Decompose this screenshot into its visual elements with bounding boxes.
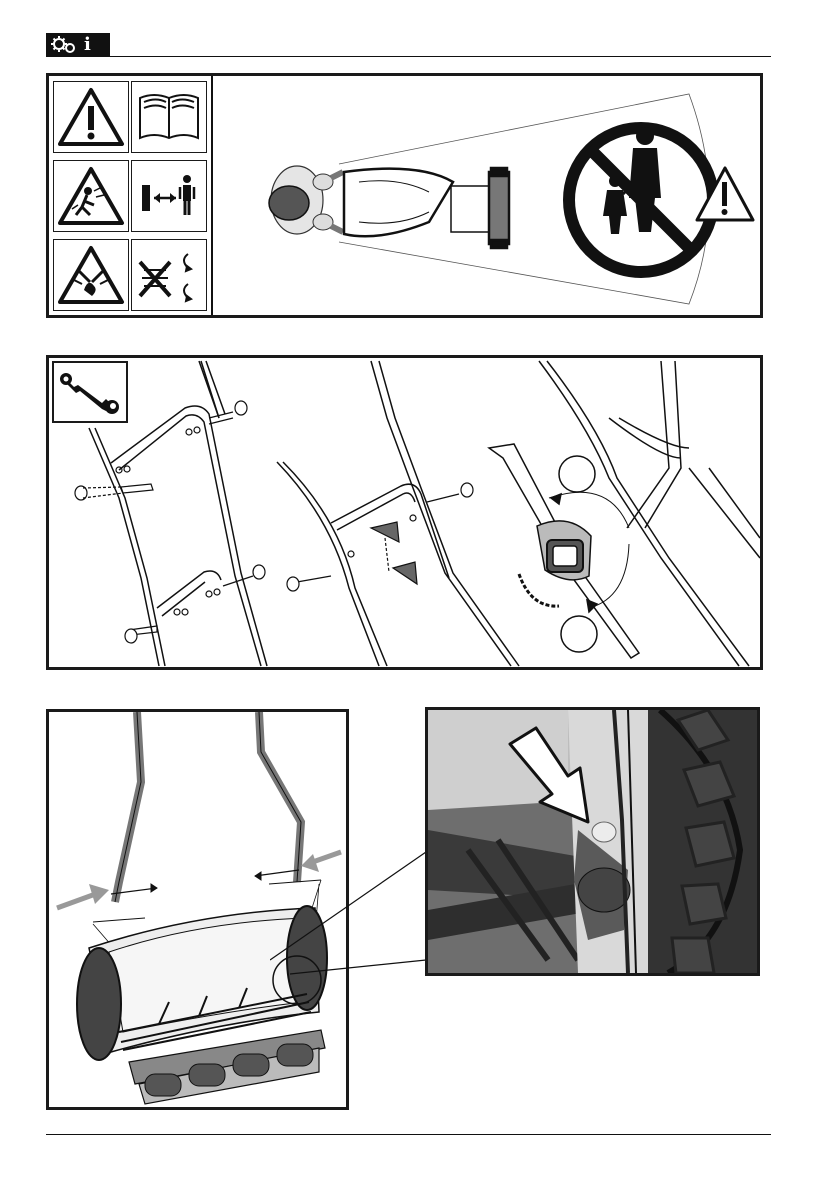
- safety-divider: [211, 76, 213, 315]
- info-icon: i: [84, 34, 91, 55]
- warning-triangle-icon: [53, 81, 129, 153]
- mower-top-view: [344, 168, 509, 248]
- header-badge: i: [46, 33, 110, 57]
- safety-panel: [46, 73, 763, 318]
- thrown-objects-warning-icon: [53, 160, 129, 232]
- footer-rule: [46, 1134, 771, 1135]
- no-bystanders-sign: [569, 127, 713, 272]
- keep-distance-icon: [131, 160, 207, 232]
- detail-photo: [428, 710, 757, 973]
- gears-icon: [46, 33, 110, 57]
- cutting-hazard-warning-icon: [53, 239, 129, 311]
- assembly-panel: [46, 355, 763, 670]
- header-rule: [110, 56, 771, 57]
- handle-assembly-drawing: [49, 358, 760, 667]
- no-bystanders-scene: [219, 82, 759, 314]
- detail-photo-panel: [425, 707, 760, 976]
- read-manual-icon: [131, 81, 207, 153]
- do-not-touch-rotating-blades-icon: [131, 239, 207, 311]
- push-right-arrow: [89, 884, 109, 904]
- detail-callout-lines: [270, 850, 430, 990]
- operator-top-view: [269, 166, 343, 234]
